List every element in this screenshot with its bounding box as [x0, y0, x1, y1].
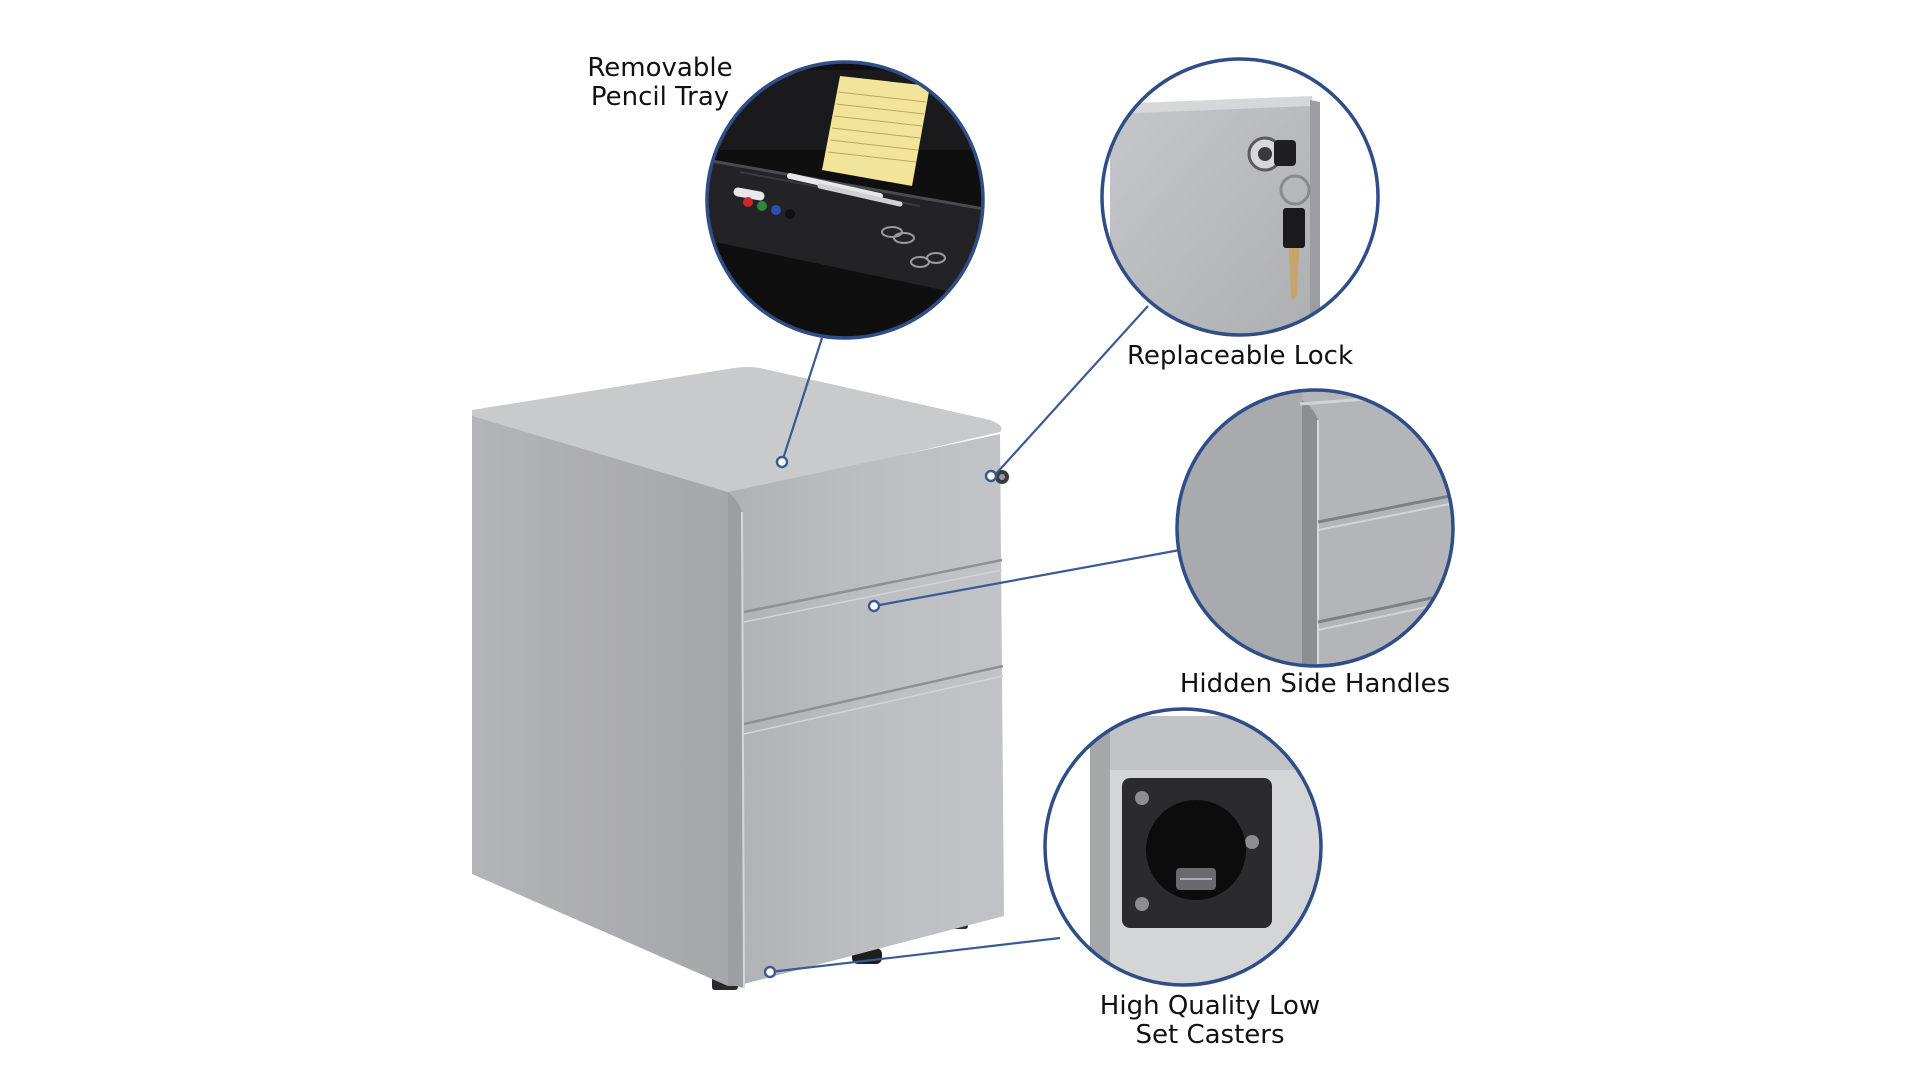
leader-line-pencil-tray: [780, 337, 824, 463]
drawer-seam: [1317, 492, 1453, 524]
cabinet-front: [728, 434, 1004, 986]
callout-label-line: Pencil Tray: [590, 82, 730, 112]
drawer-seam: [743, 664, 1004, 726]
cabinet-edge: [728, 492, 744, 988]
leader-line-lock: [993, 305, 1149, 477]
callout-label-casters: High Quality Low Set Casters: [1060, 992, 1360, 1050]
callout-label-line: Removable: [587, 53, 733, 83]
drawer-seam: [743, 558, 1003, 614]
legal-pad: [822, 76, 930, 186]
marker: [733, 187, 765, 201]
cabinet-top: [472, 367, 1002, 493]
callout-label-line: Hidden Side Handles: [1179, 669, 1451, 699]
caster-wheel: [1146, 800, 1246, 900]
leader-dot-handles: [867, 599, 881, 613]
zoom-lock: [1100, 57, 1380, 337]
zoom-pencil-tray: [705, 60, 985, 340]
zoom-ring: [1100, 57, 1380, 337]
callout-label-lock: Replaceable Lock: [1110, 342, 1370, 371]
zoom-ring: [1043, 707, 1323, 987]
leader-lines: [769, 305, 1181, 974]
leader-dot-casters: [763, 965, 777, 979]
zoom-casters: [1043, 707, 1323, 987]
pen: [787, 173, 883, 199]
leader-dot-lock: [984, 469, 998, 483]
zoom-ring: [705, 60, 985, 340]
leader-line-handles: [873, 548, 1181, 608]
filing-cabinet: [472, 367, 1009, 990]
drawer-seam: [743, 569, 1003, 623]
zoom-ring: [1175, 388, 1455, 668]
leader-line-casters: [769, 936, 1061, 974]
tray-body: [707, 160, 983, 300]
callout-label-line: Replaceable Lock: [1126, 341, 1354, 371]
key: [1274, 140, 1296, 166]
leader-dot-pencil-tray: [775, 455, 789, 469]
leader-dots: [763, 455, 998, 979]
callout-label-pencil-tray: Removable Pencil Tray: [560, 54, 760, 112]
zoom-handles: [1175, 388, 1455, 668]
drawer-seam: [743, 675, 1004, 735]
callout-label-line: High Quality Low: [1099, 991, 1321, 1021]
cabinet-side: [472, 416, 728, 986]
callout-label-line: Set Casters: [1135, 1020, 1285, 1050]
callout-label-handles: Hidden Side Handles: [1170, 670, 1460, 699]
